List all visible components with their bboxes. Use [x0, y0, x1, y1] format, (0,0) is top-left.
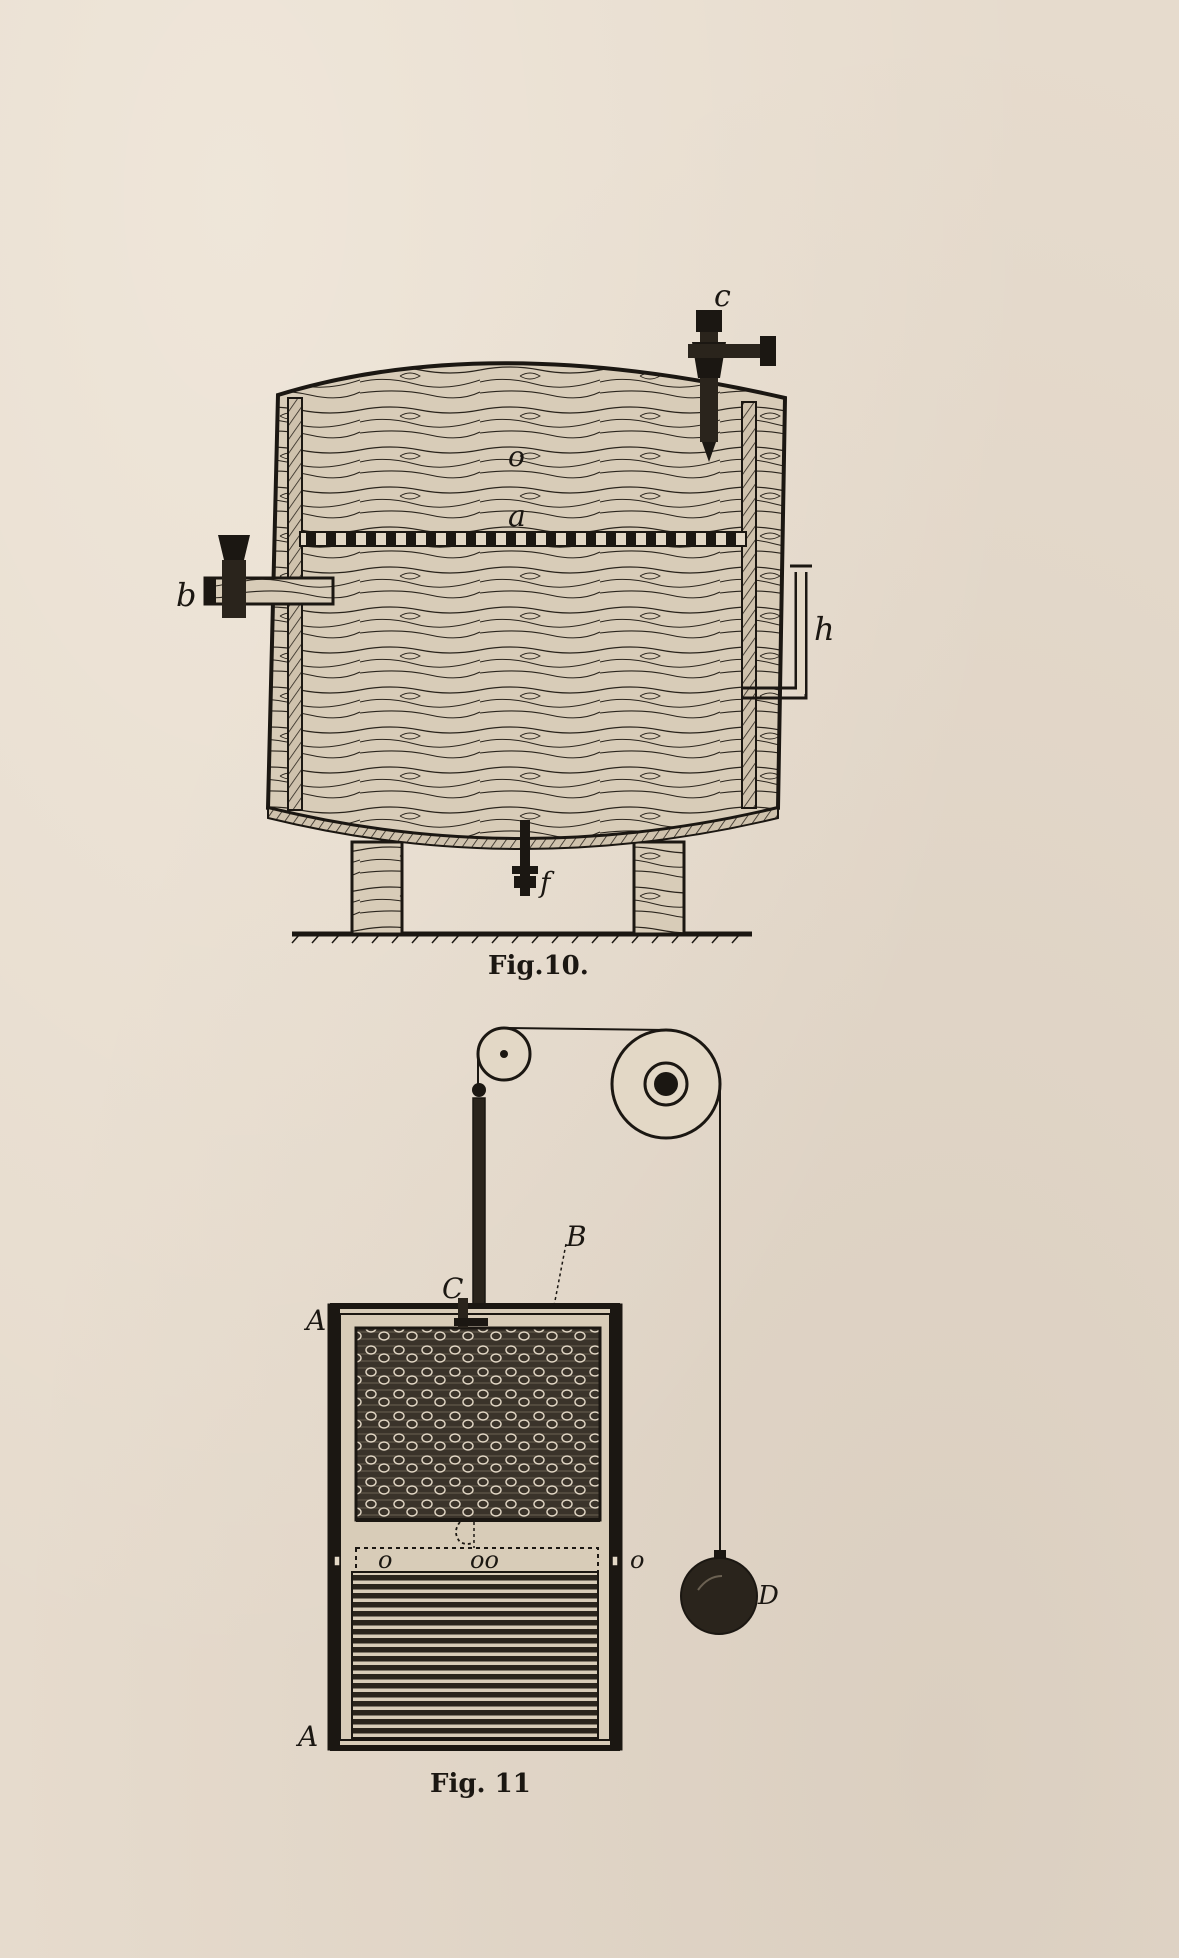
label-o-left: o	[378, 1546, 392, 1574]
small-pulley	[476, 1026, 532, 1082]
level-line	[355, 1547, 599, 1573]
bell-b	[354, 1326, 602, 1548]
label-o: o	[508, 440, 525, 473]
tap-b	[203, 535, 335, 618]
perforated-plate	[299, 531, 747, 547]
label-o-right: o	[630, 1546, 644, 1574]
figure-11-caption: Fig. 11	[430, 1769, 531, 1799]
barrel-wall-right	[741, 401, 757, 809]
cord	[477, 1027, 721, 1556]
counterweight-d	[680, 1550, 758, 1635]
label-c-fig11: C	[442, 1272, 463, 1305]
rod	[472, 1083, 486, 1331]
label-a: a	[508, 499, 526, 534]
label-h: h	[814, 610, 835, 648]
clamp-c	[454, 1298, 488, 1328]
barrel-bottom	[267, 806, 779, 850]
figure-10-caption: Fig.10.	[488, 951, 589, 981]
label-a-bottom: A	[295, 1720, 318, 1753]
figure-10: c o a b h f Fig.10.	[176, 279, 835, 981]
liquid	[351, 1571, 599, 1739]
label-b-fig11: B	[565, 1220, 587, 1253]
leader-b	[553, 1243, 567, 1307]
barrel-leg-left	[350, 840, 404, 936]
label-f: f	[538, 866, 555, 899]
label-oo: oo	[470, 1546, 499, 1574]
large-pulley	[610, 1028, 722, 1140]
gauge-tube-h	[742, 564, 812, 700]
label-c: c	[714, 279, 731, 314]
label-d: D	[757, 1581, 779, 1611]
label-a-top: A	[303, 1304, 326, 1337]
tap-c	[688, 310, 776, 462]
figure-11: B C A A o oo o D Fig. 11	[295, 1026, 779, 1799]
label-b: b	[176, 576, 196, 614]
barrel-leg-right	[632, 840, 686, 936]
drain-valve-f	[512, 820, 538, 896]
